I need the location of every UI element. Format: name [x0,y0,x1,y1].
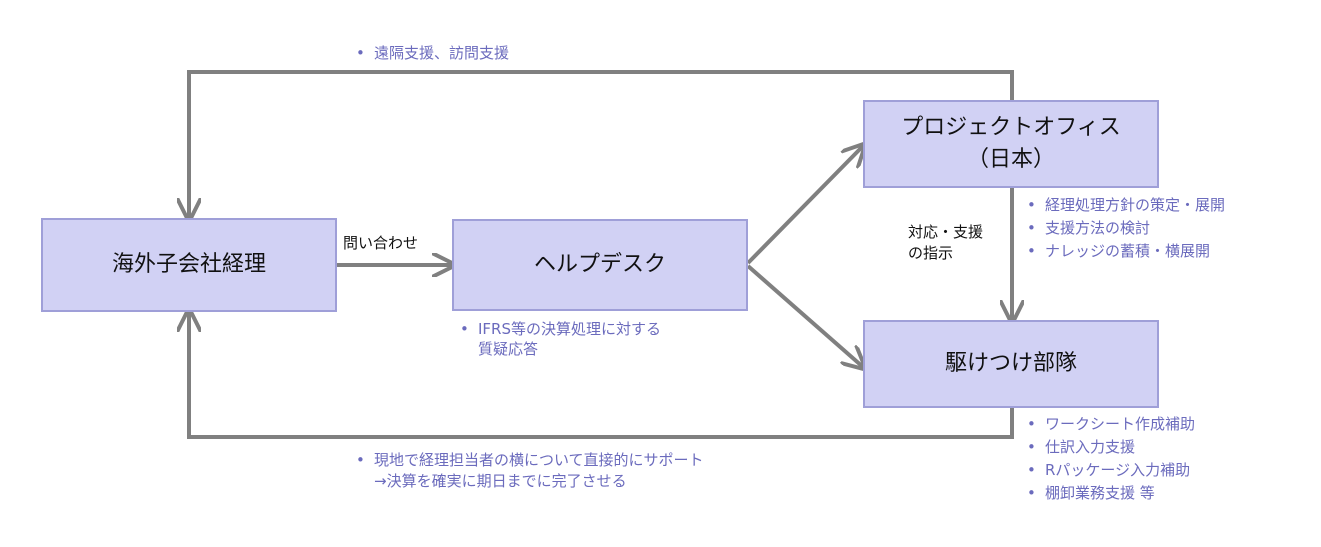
bullet-icon: • [1027,219,1036,237]
node-label: ヘルプデスク [533,252,666,278]
note-item: •Rパッケージ入力補助 [1027,459,1195,482]
bullet-icon: • [1027,461,1036,479]
note-item-continued: →決算を確実に期日までに完了させる [374,472,627,490]
note-helpdesk: •IFRS等の決算処理に対する 質疑応答 [460,319,661,359]
bullet-icon: • [1027,438,1036,456]
node-sublabel: （日本） [966,147,1055,172]
bullet-icon: • [356,44,365,62]
note-item-continued: 質疑応答 [478,340,539,358]
node-label: 海外子会社経理 [111,252,266,278]
note-item: •遠隔支援、訪問支援 [356,44,510,62]
bullet-icon: • [1027,196,1036,214]
node-label: 駆けつけ部隊 [944,351,1077,377]
arrow-project-office-to-subsidiary [189,70,1014,218]
note-item: •ワークシート作成補助 [1027,413,1195,436]
note-project-office: •経理処理方針の策定・展開 •支援方法の検討 •ナレッジの蓄積・横展開 [1027,194,1225,263]
node-subsidiary-accounting: 海外子会社経理 [41,218,337,312]
arrow-helpdesk-to-project-office [746,146,863,265]
note-item: •棚卸業務支援 等 [1027,482,1195,505]
edge-label-line: 対応・支援 [908,223,984,241]
edge-label-line: の指示 [908,244,954,262]
node-label: プロジェクトオフィス [901,115,1121,141]
note-item: •仕訳入力支援 [1027,436,1195,459]
note-item: •支援方法の検討 [1027,217,1225,240]
note-item: •現地で経理担当者の横について直接的にサポート [356,451,704,469]
bullet-icon: • [460,320,469,338]
note-item: •経理処理方針の策定・展開 [1027,194,1225,217]
bullet-icon: • [1027,484,1036,502]
bullet-icon: • [356,451,365,469]
node-helpdesk: ヘルプデスク [452,219,748,311]
note-onsite-support: •現地で経理担当者の横について直接的にサポート →決算を確実に期日までに完了させ… [356,450,704,492]
note-remote-support: •遠隔支援、訪問支援 [356,43,509,63]
bullet-icon: • [1027,415,1036,433]
arrow-helpdesk-to-rapid-team [746,264,863,367]
note-rapid-response-team: •ワークシート作成補助 •仕訳入力支援 •Rパッケージ入力補助 •棚卸業務支援 … [1027,413,1195,505]
edge-label-inquiry: 問い合わせ [343,234,419,252]
bullet-icon: • [1027,242,1036,260]
node-rapid-response-team: 駆けつけ部隊 [863,320,1159,408]
note-item: •ナレッジの蓄積・横展開 [1027,240,1225,263]
node-project-office: プロジェクトオフィス （日本） [863,100,1159,188]
edge-label-instruction: 対応・支援 の指示 [908,222,983,264]
note-item: •IFRS等の決算処理に対する [460,320,661,338]
arrow-rapid-team-to-subsidiary [189,312,1014,439]
